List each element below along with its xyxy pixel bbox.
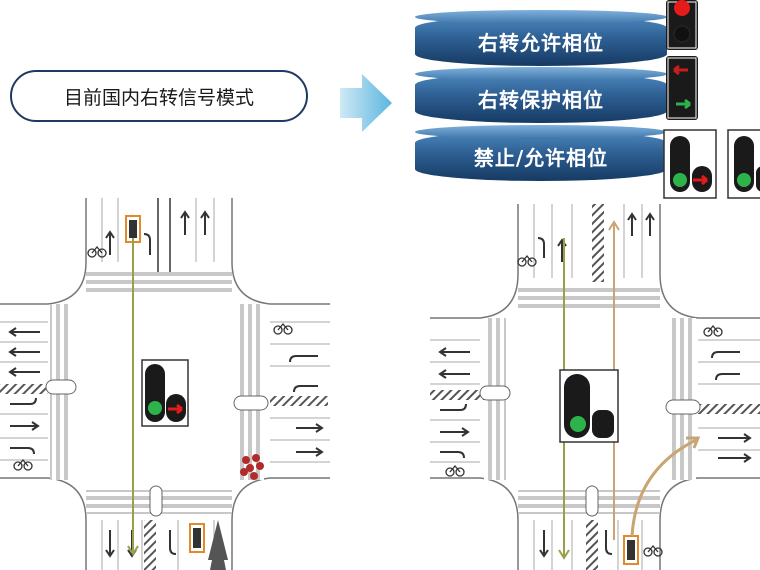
phase-prohibited-permitted-label: 禁止/允许相位 <box>473 145 609 170</box>
lane-arrow-icon <box>105 530 177 558</box>
red-left-arrow-icon <box>673 64 688 76</box>
bicycle-icon <box>273 322 293 335</box>
ball-dark-signal-icon <box>727 129 760 199</box>
lane-arrow-icon <box>438 212 752 558</box>
central-signal-icon <box>141 359 189 427</box>
bicycle-icon <box>87 245 107 258</box>
tree-icon <box>208 520 228 570</box>
green-right-arrow-icon <box>676 98 691 110</box>
car-icon <box>623 535 639 565</box>
phase-permitted-label: 右转允许相位 <box>478 30 604 55</box>
phase-protected: 右转保护相位 <box>415 67 667 123</box>
current-mode-label: 目前国内右转信号模式 <box>10 70 308 122</box>
phase-protected-label: 右转保护相位 <box>478 87 604 112</box>
north-crosswalk <box>86 272 232 296</box>
bicycle-icon <box>13 458 33 471</box>
right-intersection <box>430 204 760 570</box>
left-intersection <box>0 198 330 570</box>
bicycle-icon <box>445 464 465 477</box>
ball-arrow-signal-icon <box>663 129 717 199</box>
phase-prohibited-permitted: 禁止/允许相位 <box>415 125 667 181</box>
process-arrow-icon <box>340 74 392 132</box>
current-mode-text: 目前国内右转信号模式 <box>63 86 254 109</box>
north-crosswalk <box>518 286 660 310</box>
east-crosswalk <box>240 304 264 480</box>
pedestrian-icon <box>240 454 264 480</box>
bicycle-icon <box>643 544 663 557</box>
bicycle-icon <box>517 254 537 267</box>
phase-permitted: 右转允许相位 <box>415 10 667 66</box>
bicycle-icon <box>703 324 723 337</box>
arrow-signal-icon <box>666 56 698 120</box>
east-crosswalk <box>672 318 696 480</box>
lane-arrow-icon <box>8 327 40 455</box>
lane-arrow-icon <box>289 355 324 457</box>
red-ball-signal-icon <box>666 0 698 50</box>
central-signal-icon <box>559 369 619 443</box>
lane-arrow-icon <box>105 210 210 255</box>
car-icon <box>189 523 205 553</box>
